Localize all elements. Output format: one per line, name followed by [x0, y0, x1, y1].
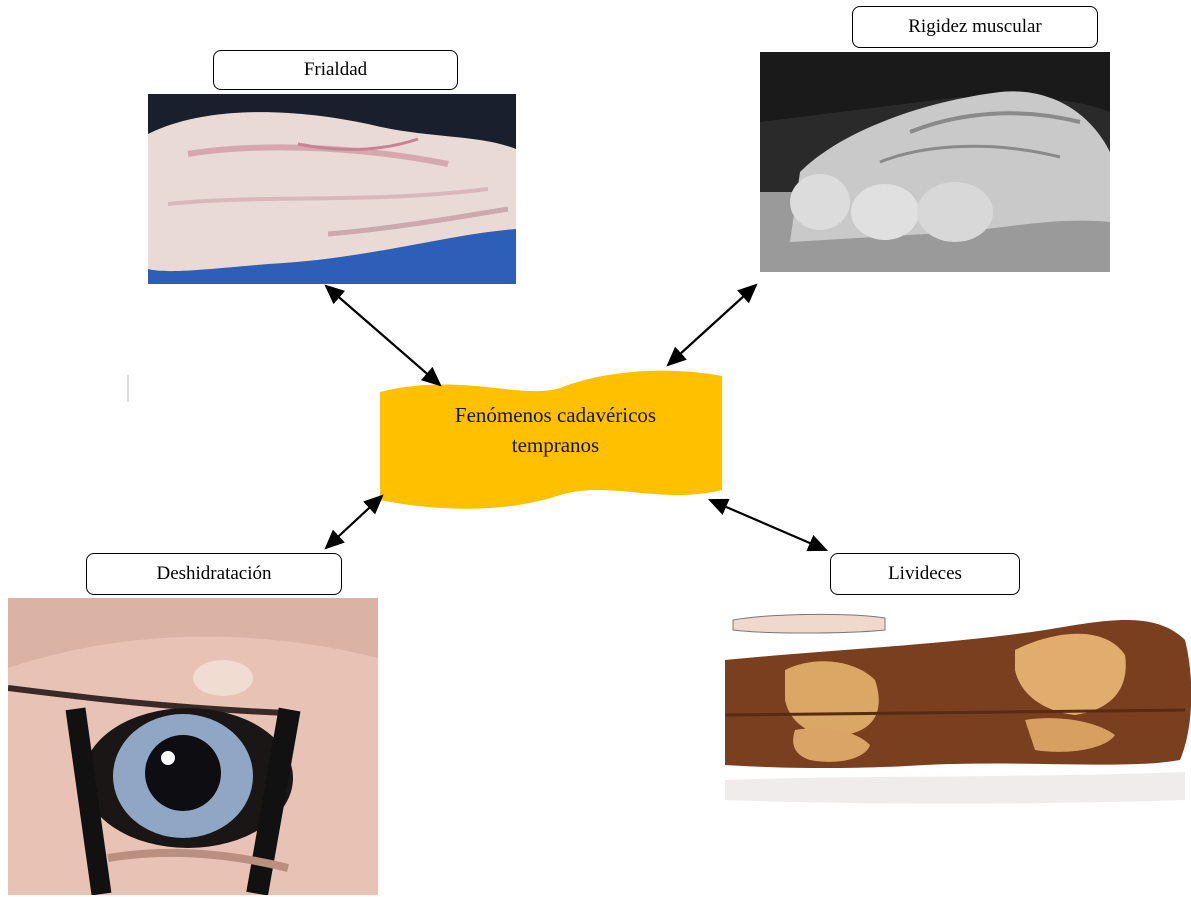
- arrow-rigidez: [668, 285, 756, 365]
- frialdad-photo: [148, 94, 516, 284]
- center-label-line2: tempranos: [388, 430, 723, 460]
- deshidratacion-photo: [8, 598, 378, 895]
- frialdad-label: Frialdad: [213, 50, 458, 90]
- arrow-deshidratacion: [326, 496, 382, 548]
- rigidez-photo: [760, 52, 1110, 272]
- center-label: Fenómenos cadavéricos tempranos: [388, 400, 723, 470]
- arrow-livideces: [710, 500, 826, 550]
- livideces-label-text: Livideces: [888, 563, 962, 585]
- deshidratacion-label: Deshidratación: [86, 553, 342, 595]
- arrow-frialdad: [326, 286, 440, 385]
- frialdad-label-text: Frialdad: [304, 59, 367, 81]
- center-label-line1: Fenómenos cadavéricos: [388, 400, 723, 430]
- livideces-label: Livideces: [830, 553, 1020, 595]
- rigidez-label: Rigidez muscular: [852, 6, 1098, 48]
- deshidratacion-label-text: Deshidratación: [156, 563, 271, 585]
- livideces-photo: [725, 600, 1191, 840]
- rigidez-label-text: Rigidez muscular: [908, 16, 1042, 38]
